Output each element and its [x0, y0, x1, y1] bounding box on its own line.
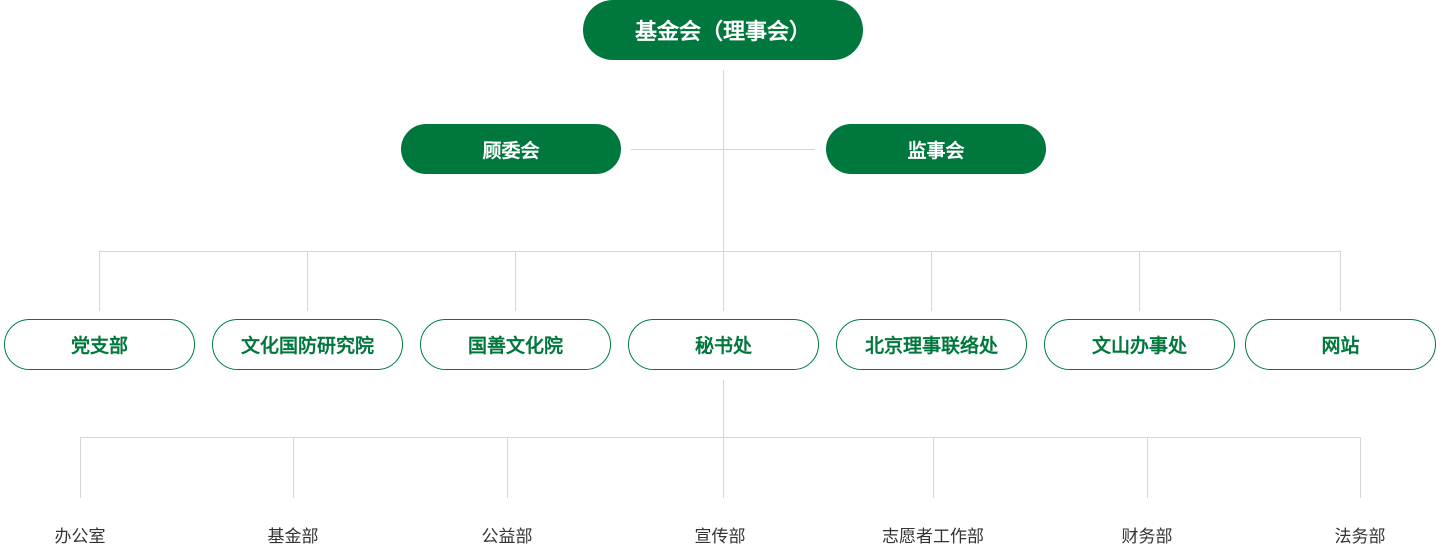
- department-label: 文山办事处: [1091, 335, 1187, 357]
- connector-drop-unit-2: [293, 437, 294, 498]
- connector-drop-unit-7: [1360, 437, 1361, 498]
- department-label: 国善文化院: [467, 335, 563, 357]
- unit-label-charity: 公益部: [481, 527, 533, 547]
- department-node-party-branch[interactable]: 党支部: [4, 319, 195, 370]
- department-node-website[interactable]: 网站: [1245, 319, 1436, 370]
- connector-drop-unit-1: [80, 437, 81, 498]
- department-label: 秘书处: [694, 335, 752, 357]
- connector-drop-dept-5: [931, 251, 932, 311]
- connector-drop-dept-3: [515, 251, 516, 311]
- root-node-label: 基金会（理事会）: [634, 20, 811, 45]
- department-node-culture-academy[interactable]: 国善文化院: [420, 319, 611, 370]
- connector-drop-dept-1: [99, 251, 100, 311]
- department-node-secretariat[interactable]: 秘书处: [628, 319, 819, 370]
- unit-label-volunteer: 志愿者工作部: [882, 527, 984, 547]
- unit-label-fund: 基金部: [267, 527, 319, 547]
- board-node-advisory[interactable]: 顾委会: [401, 124, 621, 174]
- board-node-advisory-label: 顾委会: [482, 139, 540, 162]
- connector-units-bus: [80, 437, 1361, 438]
- department-node-wenshan-office[interactable]: 文山办事处: [1044, 319, 1235, 370]
- unit-label-finance: 财务部: [1121, 527, 1173, 547]
- unit-label-legal: 法务部: [1334, 527, 1386, 547]
- board-node-supervisory[interactable]: 监事会: [826, 124, 1046, 174]
- connector-drop-unit-5: [933, 437, 934, 498]
- department-label: 文化国防研究院: [240, 335, 374, 357]
- connector-boards-horizontal: [631, 149, 815, 150]
- department-label: 北京理事联络处: [864, 335, 998, 357]
- unit-label-office: 办公室: [54, 527, 106, 547]
- connector-secretariat-trunk: [723, 380, 724, 498]
- board-node-supervisory-label: 监事会: [907, 139, 965, 162]
- unit-label-publicity: 宣传部: [694, 527, 746, 547]
- connector-drop-unit-3: [507, 437, 508, 498]
- department-node-beijing-liaison[interactable]: 北京理事联络处: [836, 319, 1027, 370]
- root-node-foundation[interactable]: 基金会（理事会）: [583, 0, 863, 60]
- connector-departments-bus: [99, 251, 1341, 252]
- connector-drop-dept-6: [1139, 251, 1140, 311]
- department-label: 网站: [1321, 335, 1360, 357]
- department-label: 党支部: [70, 335, 128, 357]
- connector-drop-unit-6: [1147, 437, 1148, 498]
- connector-drop-dept-7: [1340, 251, 1341, 311]
- department-node-defense-institute[interactable]: 文化国防研究院: [212, 319, 403, 370]
- connector-drop-dept-2: [307, 251, 308, 311]
- connector-root-trunk: [723, 70, 724, 311]
